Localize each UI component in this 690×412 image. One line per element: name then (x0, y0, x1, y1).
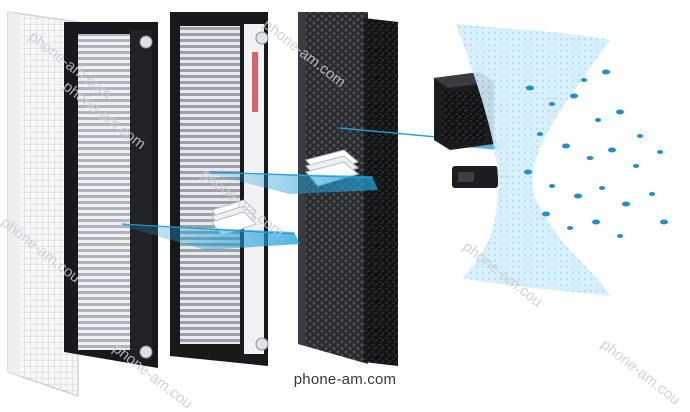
hepa-filter (64, 22, 158, 368)
airflow-arrow (209, 171, 378, 194)
hepa-filter (170, 12, 269, 366)
carbon-cube (434, 72, 494, 150)
pre-filter-mesh (7, 11, 79, 398)
airflow-sheet (456, 24, 610, 296)
airflow-arrow (121, 223, 300, 250)
carbon-filter (364, 18, 398, 366)
caption-text: phone-am.com (293, 371, 397, 388)
pollutant-particles (524, 69, 668, 238)
